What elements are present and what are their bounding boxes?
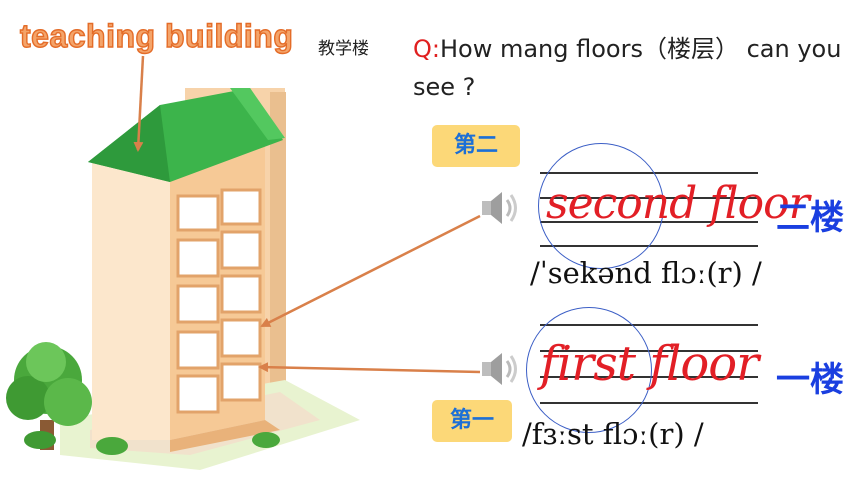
question: Q:How mang floors（楼层） can you see ? <box>413 30 853 106</box>
chinese-second-floor: 二楼 <box>776 198 844 238</box>
question-prefix: Q: <box>413 35 440 63</box>
phonetic-second-floor: /ˈsekənd flɔː(r) / <box>530 256 762 290</box>
windows <box>176 188 262 414</box>
speaker-icon[interactable] <box>478 347 522 391</box>
badge-second: 第二 <box>432 125 520 167</box>
title-arrow <box>133 55 145 152</box>
word-first-floor: first floor <box>540 336 759 392</box>
tree-icon <box>6 342 92 450</box>
building-illustration <box>6 88 360 470</box>
highlight-circle-second <box>538 143 664 269</box>
highlight-circle-first <box>526 307 652 433</box>
first-floor-arrow <box>258 362 481 374</box>
chinese-first-floor: 一楼 <box>776 360 844 400</box>
title-chinese: 教学楼 <box>318 39 369 59</box>
title-english: teaching building <box>19 17 294 54</box>
question-text: How mang floors（楼层） can you see ? <box>413 35 842 101</box>
badge-first: 第一 <box>432 400 512 442</box>
phonetic-first-floor: /fɜːst flɔː(r) / <box>522 417 704 451</box>
speaker-icon[interactable] <box>478 186 522 230</box>
word-second-floor: second floor <box>546 178 810 229</box>
second-floor-arrow <box>260 214 481 328</box>
